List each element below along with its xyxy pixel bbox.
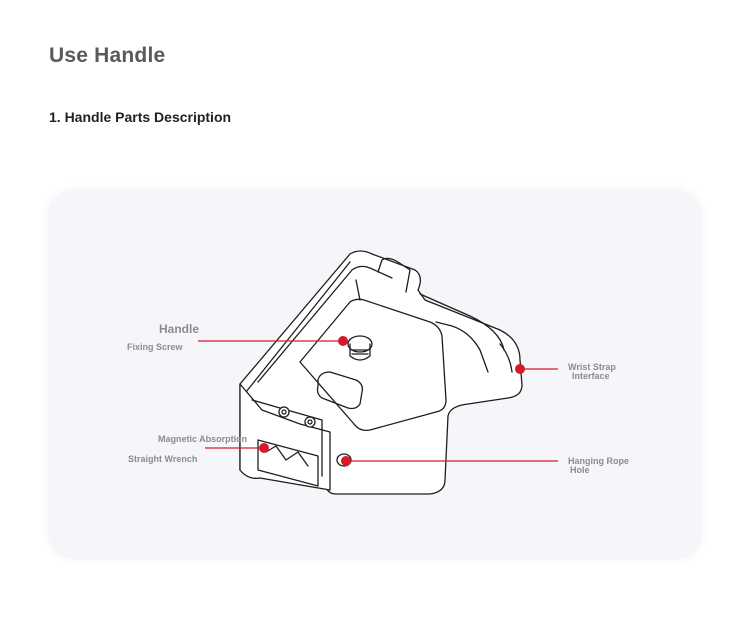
label-wrist-strap-2: Interface — [572, 371, 610, 381]
callout-dot — [259, 443, 269, 453]
callout-wrist-strap — [515, 364, 558, 374]
callout-dot — [515, 364, 525, 374]
callout-dot — [338, 336, 348, 346]
label-hanging-rope-2: Hole — [570, 465, 590, 475]
callout-dot — [341, 456, 351, 466]
label-handle: Handle — [159, 322, 199, 336]
label-wrist-strap-1: Wrist Strap — [568, 362, 616, 372]
callout-handle-screw — [198, 336, 348, 346]
label-magnetic-absorption: Magnetic Absorption — [158, 434, 247, 444]
section-title: 1. Handle Parts Description — [49, 109, 232, 125]
page-title: Use Handle — [49, 44, 166, 67]
callout-hanging-rope — [341, 456, 558, 466]
callout-magnetic — [205, 443, 269, 453]
label-hanging-rope-1: Hanging Rope — [568, 456, 629, 466]
handle-illustration — [239, 250, 523, 495]
label-fixing-screw: Fixing Screw — [127, 342, 184, 352]
label-straight-wrench: Straight Wrench — [128, 454, 197, 464]
